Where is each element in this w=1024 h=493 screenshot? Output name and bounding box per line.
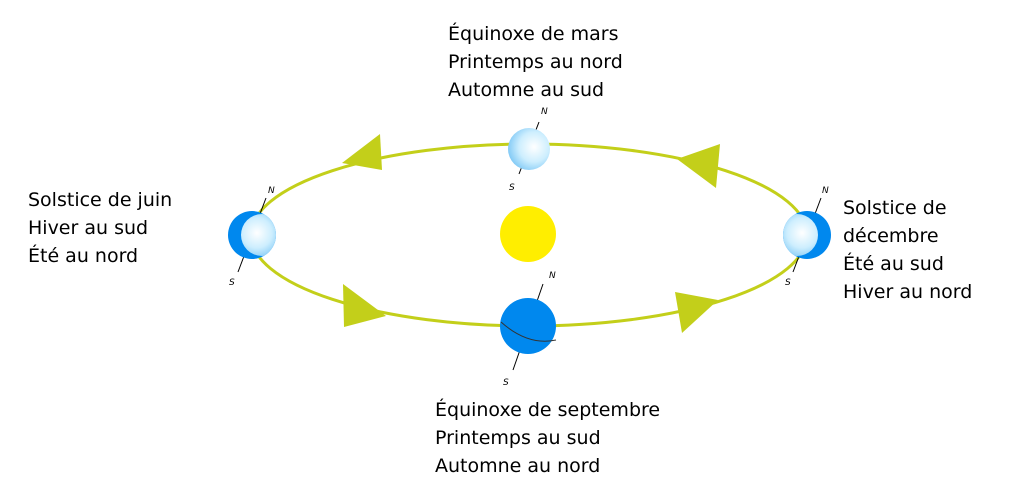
september-equinox-label: Équinoxe de septembre Printemps au sud A… xyxy=(435,396,660,480)
label-line: Automne au nord xyxy=(435,455,601,477)
label-line: Équinoxe de mars xyxy=(448,23,619,45)
december-solstice-label: Solstice de décembre Été au sud Hiver au… xyxy=(843,194,972,306)
south-pole-label: S xyxy=(503,378,509,388)
label-line: Été au nord xyxy=(28,245,139,267)
north-pole-label: N xyxy=(822,186,829,196)
south-pole-label: S xyxy=(509,183,515,193)
label-line: Hiver au nord xyxy=(843,281,973,303)
march-equinox-label: Équinoxe de mars Printemps au nord Autom… xyxy=(448,20,623,104)
orbit-arrow-top-left xyxy=(342,134,382,170)
label-line: Printemps au sud xyxy=(435,427,601,449)
june-solstice-label: Solstice de juin Hiver au sud Été au nor… xyxy=(28,186,172,270)
orbit-arrow-top-right xyxy=(677,144,720,188)
earth-march-equinox: N S xyxy=(508,107,550,193)
earth-december-solstice: N S xyxy=(783,186,831,288)
label-line: Hiver au sud xyxy=(28,217,149,239)
label-line: Automne au sud xyxy=(448,79,605,101)
label-line: décembre xyxy=(843,225,939,247)
sun xyxy=(500,206,556,262)
label-line: Solstice de xyxy=(843,197,947,219)
earth-september-equinox: N S xyxy=(500,271,557,388)
north-pole-label: N xyxy=(268,186,275,196)
label-line: Été au sud xyxy=(843,253,944,275)
earth-june-solstice: N S xyxy=(228,186,276,288)
orbit-arrow-bottom-left xyxy=(343,284,386,327)
label-line: Équinoxe de septembre xyxy=(435,399,661,421)
label-line: Solstice de juin xyxy=(28,189,173,211)
north-pole-label: N xyxy=(549,271,556,281)
north-pole-label: N xyxy=(541,107,548,117)
south-pole-label: S xyxy=(229,278,235,288)
south-pole-label: S xyxy=(785,278,791,288)
orbit-arrow-bottom-right xyxy=(675,292,718,333)
label-line: Printemps au nord xyxy=(448,51,623,73)
